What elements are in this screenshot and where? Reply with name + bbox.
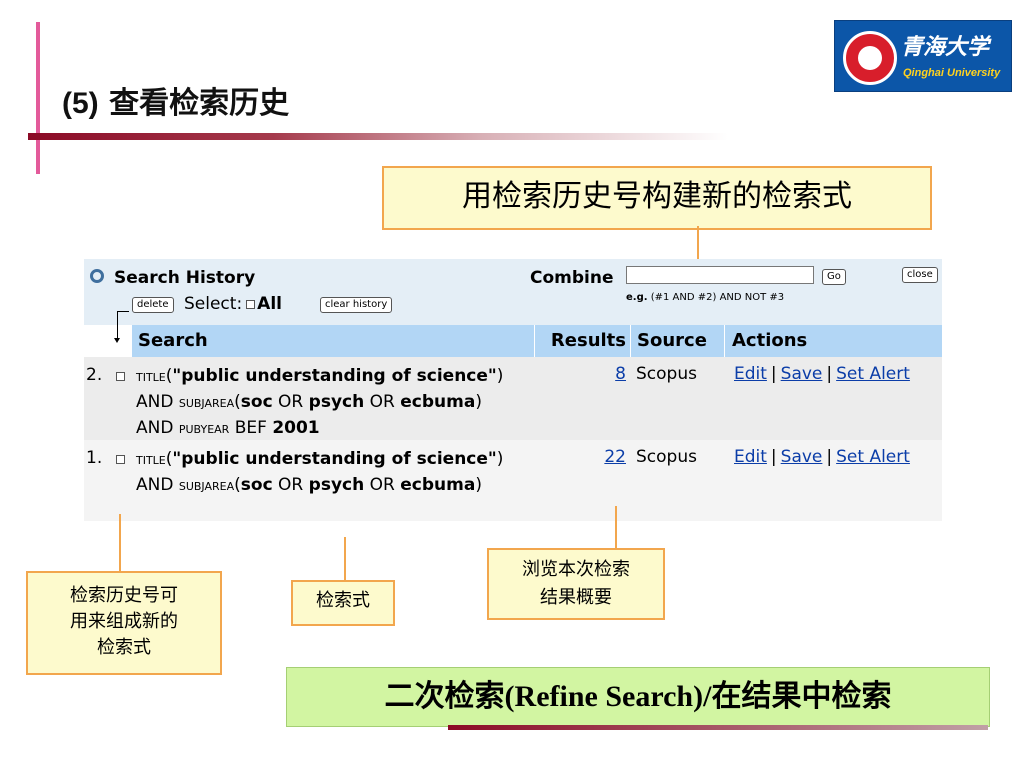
- set-alert-link[interactable]: Set Alert: [836, 447, 910, 467]
- select-bracket-line: [117, 311, 118, 339]
- results-link[interactable]: 8: [615, 364, 626, 384]
- select-all: Select:All: [184, 294, 282, 314]
- search-query: TITLE("public understanding of science")…: [136, 366, 504, 438]
- select-all-checkbox[interactable]: [246, 299, 256, 309]
- edit-link[interactable]: Edit: [734, 364, 767, 384]
- table-row: 1. TITLE("public understanding of scienc…: [84, 440, 942, 521]
- source: Scopus: [636, 447, 697, 467]
- bottom-underline: [448, 725, 988, 730]
- combine-label: Combine: [530, 268, 614, 288]
- history-header: Search History Combine Go close e.g. (#1…: [84, 259, 942, 343]
- emblem-icon: [843, 31, 897, 85]
- logo-english-name: Qinghai University: [903, 67, 1001, 79]
- source: Scopus: [636, 364, 697, 384]
- callout-history-number: 检索历史号可 用来组成新的 检索式: [26, 571, 222, 675]
- history-title: Search History: [114, 268, 256, 288]
- callout-query: 检索式: [291, 580, 395, 626]
- close-button[interactable]: close: [902, 267, 938, 283]
- row-checkbox[interactable]: [116, 455, 125, 464]
- refine-search-banner: 二次检索(Refine Search)/在结果中检索: [286, 667, 990, 727]
- row-actions: Edit|Save|Set Alert: [734, 364, 910, 384]
- row-number: 1.: [86, 448, 103, 468]
- results-count: 8: [534, 364, 630, 384]
- callout-connector: [615, 506, 617, 548]
- search-history-panel: Search History Combine Go close e.g. (#1…: [84, 259, 942, 521]
- callout-results: 浏览本次检索 结果概要: [487, 548, 665, 620]
- combine-input[interactable]: [626, 266, 814, 284]
- go-button[interactable]: Go: [822, 269, 846, 285]
- column-actions: Actions: [724, 325, 942, 357]
- combine-example: e.g. (#1 AND #2) AND NOT #3: [626, 292, 785, 303]
- results-count: 22: [534, 447, 630, 467]
- logo-chinese-name: 青海大学: [901, 34, 990, 60]
- set-alert-link[interactable]: Set Alert: [836, 364, 910, 384]
- accent-bar: [36, 22, 40, 174]
- callout-connector: [344, 537, 346, 580]
- column-search: Search: [132, 325, 534, 357]
- callout-connector: [119, 514, 121, 571]
- callout-connector: [697, 226, 699, 260]
- delete-button[interactable]: delete: [132, 297, 174, 313]
- university-logo: 青海大学 Qinghai University: [834, 20, 1012, 92]
- select-bracket: [117, 311, 129, 312]
- save-link[interactable]: Save: [780, 364, 823, 384]
- row-number: 2.: [86, 365, 103, 385]
- refresh-icon: [90, 269, 104, 283]
- search-query: TITLE("public understanding of science")…: [136, 449, 504, 495]
- arrow-down-icon: [114, 338, 120, 343]
- results-link[interactable]: 22: [604, 447, 626, 467]
- edit-link[interactable]: Edit: [734, 447, 767, 467]
- table-row: 2. TITLE("public understanding of scienc…: [84, 357, 942, 440]
- column-source: Source: [630, 325, 724, 357]
- row-actions: Edit|Save|Set Alert: [734, 447, 910, 467]
- save-link[interactable]: Save: [780, 447, 823, 467]
- clear-history-button[interactable]: clear history: [320, 297, 393, 313]
- row-checkbox[interactable]: [116, 372, 125, 381]
- callout-combine: 用检索历史号构建新的检索式: [382, 166, 932, 230]
- title-underline: [28, 133, 728, 140]
- column-results: Results: [534, 325, 630, 357]
- slide-title: (5) 查看检索历史: [62, 86, 290, 121]
